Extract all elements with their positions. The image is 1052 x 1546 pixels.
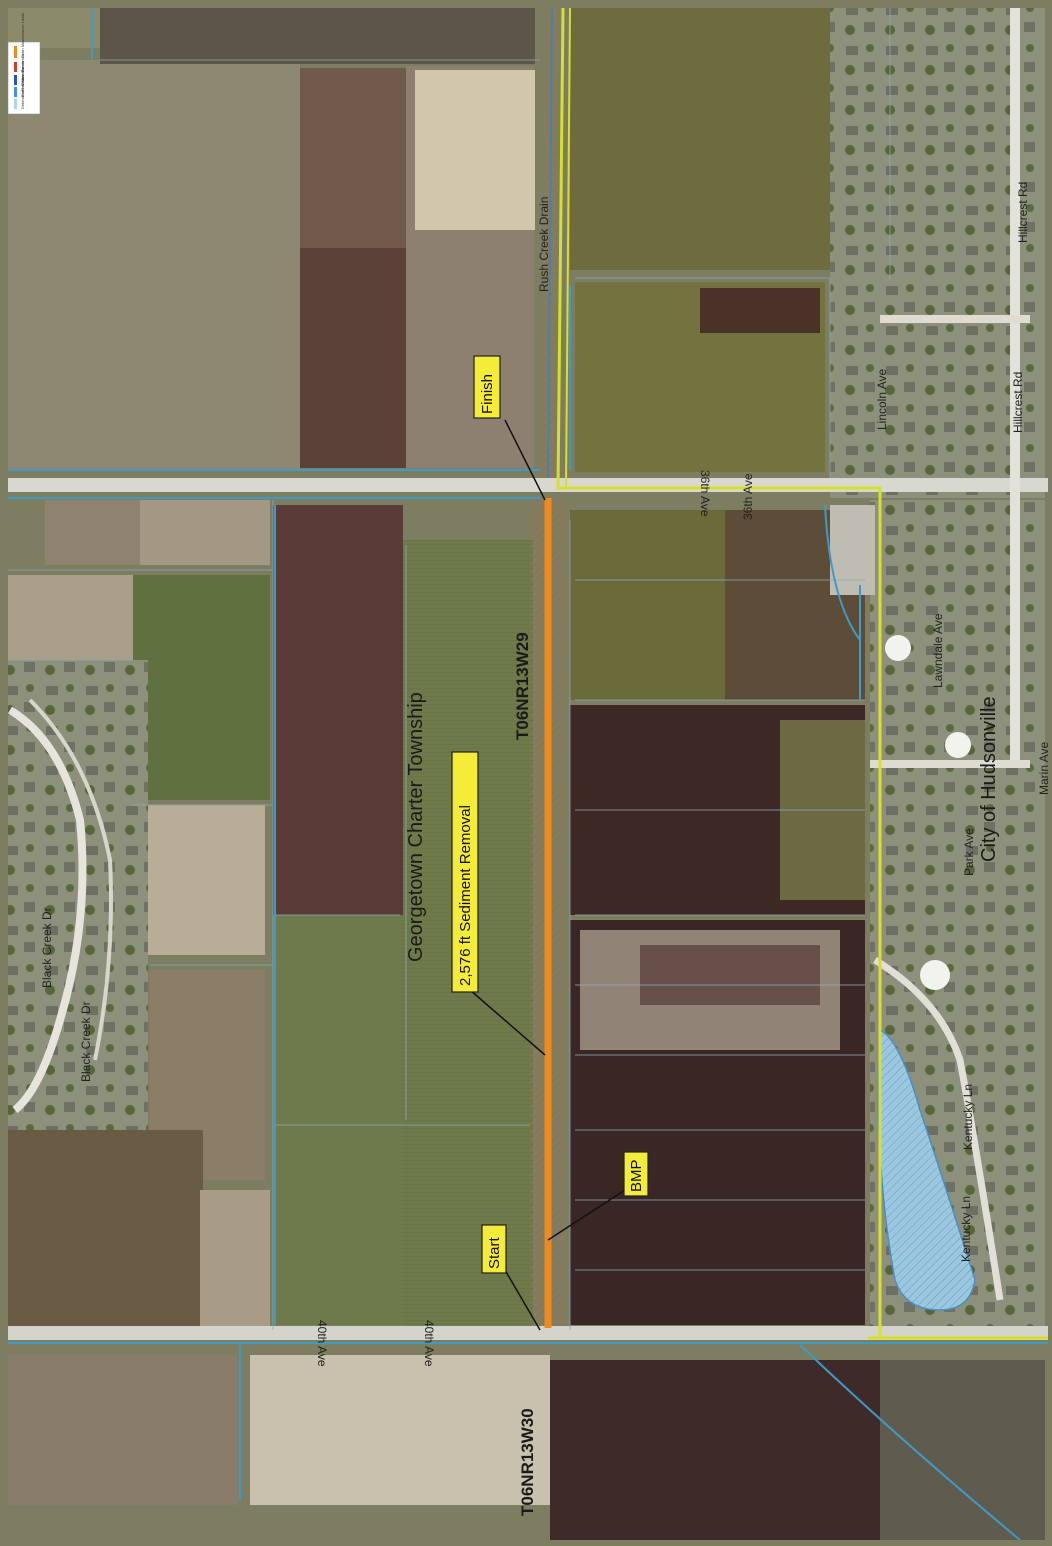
field (45, 500, 140, 565)
svg-text:Start: Start (486, 1236, 503, 1269)
field (273, 915, 403, 1325)
field (8, 8, 100, 48)
field (100, 8, 535, 64)
road-label-rush-creek-drain: Rush Creek Drain (537, 197, 551, 292)
section-label-west: T06NR13W30 (518, 1408, 537, 1516)
road-label-black-creek-dr: Black Creek Dr (40, 907, 54, 988)
township-label: Georgetown Charter Township (405, 692, 427, 962)
legend-item-easement: Easement (20, 53, 25, 72)
field (140, 500, 270, 565)
road-label-40th-ave: 40th Ave (315, 1320, 329, 1367)
legend-item-ponds: Detention/Retention Ponds (20, 61, 25, 109)
road-label-40th-ave: 40th Ave (422, 1320, 436, 1367)
field (133, 575, 270, 800)
field (273, 505, 403, 915)
road-label-kentucky-ln: Kentucky Ln (959, 1196, 973, 1262)
parking-lot (830, 505, 875, 595)
city-residential (830, 8, 1045, 498)
legend-item-drain: Drain (20, 75, 25, 85)
road-label-hillcrest-rd: Hillcrest Rd (1011, 372, 1025, 433)
svg-text:BMP: BMP (628, 1159, 645, 1192)
legend-item-maintenance: Drain Maintenance Limits (20, 13, 25, 58)
road-label-lawndale-ave: Lawndale Ave (931, 613, 945, 688)
field (415, 70, 535, 230)
road-hillcrest (1010, 8, 1020, 768)
road-36th-ave (8, 478, 1048, 492)
field (140, 805, 265, 955)
callout-finish: Finish (473, 355, 501, 419)
section-label-east: T06NR13W29 (513, 632, 532, 740)
callout-bmp: BMP (623, 1151, 649, 1197)
callout-start: Start (481, 1224, 507, 1274)
svg-text:Finish: Finish (479, 374, 496, 414)
road-label-kentucky-ln: Kentucky Ln (961, 1084, 975, 1150)
svg-text:2,576 ft Sediment Removal: 2,576 ft Sediment Removal (457, 805, 474, 986)
field (300, 68, 406, 248)
legend-item-rivers: River & Streams (20, 68, 25, 97)
field (8, 1355, 238, 1505)
detention-pond (877, 1028, 976, 1311)
field (8, 60, 300, 470)
road-label-lincoln-ave: Lincoln Ave (875, 369, 889, 430)
field (200, 1190, 270, 1330)
road-label-black-creek-dr: Black Creek Dr (79, 1001, 93, 1082)
callout-sediment-removal: 2,576 ft Sediment Removal (451, 751, 479, 993)
road-label-marin-ave: Marin Ave (1037, 742, 1051, 795)
field (880, 1360, 1045, 1540)
field (700, 288, 820, 333)
field (8, 575, 133, 660)
legend: Drain Maintenance Limits Easement Drain … (7, 13, 41, 115)
city-label: City of Hudsonville (978, 696, 1000, 862)
field (640, 945, 820, 1005)
road-label-36th-ave: 36th Ave (741, 473, 755, 520)
road-label-hillcrest-rd: Hillcrest Rd (1016, 182, 1030, 243)
field (550, 1360, 880, 1540)
field (8, 1130, 203, 1330)
field (570, 510, 725, 700)
road-label-park-ave: Park Ave (962, 828, 976, 876)
field (250, 1355, 550, 1505)
road-label-36th-ave: 36th Ave (698, 470, 712, 517)
road-40th-ave (8, 1326, 1048, 1340)
